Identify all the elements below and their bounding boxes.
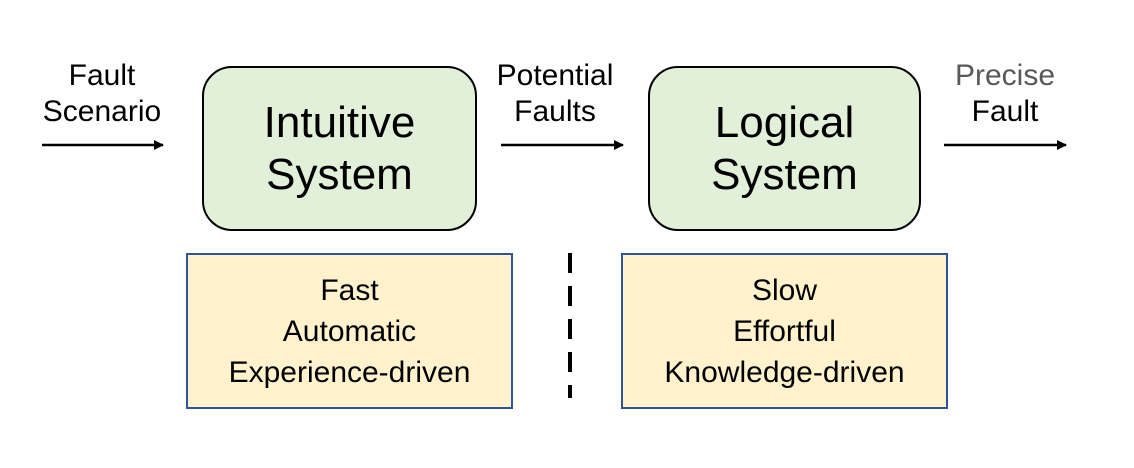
logical-system-line1: Logical [714,97,855,147]
logical-trait-2: Effortful [733,314,836,348]
fault-scenario-line2: Scenario [42,95,162,128]
intuitive-trait-1: Fast [320,273,379,307]
intuitive-system-box: Intuitive System [202,66,477,231]
precise-fault-line2: Fault [971,95,1039,128]
logical-trait-3: Knowledge-driven [664,355,905,389]
logical-system-line2: System [711,149,858,199]
intuitive-traits-box: Fast Automatic Experience-driven [186,253,513,409]
intuitive-trait-2: Automatic [282,314,417,348]
logical-trait-1: Slow [751,273,818,307]
potential-faults-label: Potential Faults [480,58,630,130]
potential-faults-line2: Faults [514,95,596,128]
intuitive-system-line2: System [266,149,413,199]
potential-faults-line1: Potential [496,59,614,92]
logical-traits-box: Slow Effortful Knowledge-driven [621,253,948,409]
fault-scenario-label: Fault Scenario [30,58,174,130]
logical-system-box: Logical System [648,66,921,231]
precise-fault-label: Precise Fault [935,58,1075,130]
intuitive-system-line1: Intuitive [263,97,416,147]
intuitive-trait-3: Experience-driven [228,355,471,389]
precise-fault-line1: Precise [954,59,1056,92]
fault-scenario-line1: Fault [68,59,136,92]
